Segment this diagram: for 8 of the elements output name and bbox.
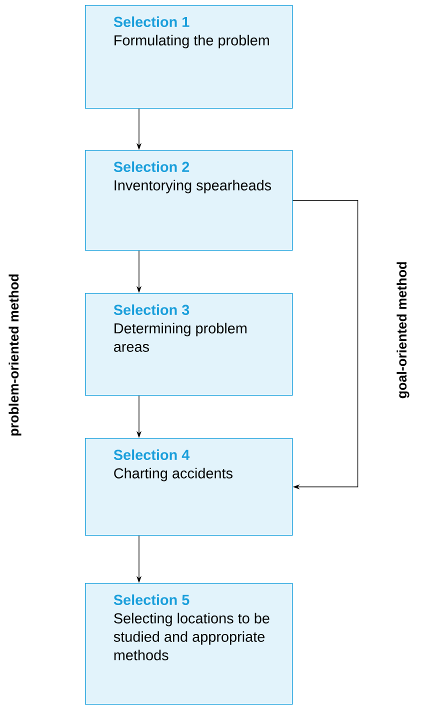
arrow xyxy=(292,200,358,490)
process-box: Selection 4 Charting accidents xyxy=(85,438,293,536)
process-box: Selection 5 Selecting locations to be studied and appropriate methods xyxy=(85,583,293,705)
process-box: Selection 3 Determining problem areas xyxy=(85,293,293,396)
process-box: Selection 1 Formulating the problem xyxy=(85,5,293,109)
side-label: problem-oriented method xyxy=(8,274,22,436)
side-label: goal-oriented method xyxy=(396,262,410,398)
process-box: Selection 2 Inventorying spearheads xyxy=(85,150,293,251)
